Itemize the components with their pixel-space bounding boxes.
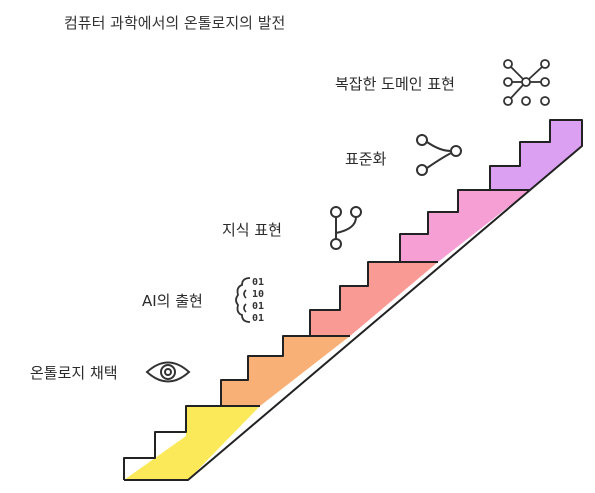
step-label-4: 표준화 bbox=[345, 150, 387, 168]
step-band-1 bbox=[124, 406, 260, 480]
svg-text:10: 10 bbox=[252, 289, 264, 300]
step-label-5: 복잡한 도메인 표현 bbox=[335, 75, 455, 93]
step-label-1: 온톨로지 채택 bbox=[30, 364, 118, 382]
svg-text:01: 01 bbox=[252, 313, 264, 324]
network-grid-icon bbox=[503, 59, 550, 106]
brain-binary-icon: 01 10 01 01 bbox=[235, 277, 264, 324]
step-label-2: AI의 출현 bbox=[142, 292, 203, 310]
branch-icon bbox=[330, 206, 362, 250]
step-label-3: 지식 표현 bbox=[222, 221, 282, 239]
step-band-2 bbox=[221, 336, 350, 406]
step-band-3 bbox=[310, 262, 438, 336]
diagram-title: 컴퓨터 과학에서의 온톨로지의 발전 bbox=[64, 14, 286, 32]
stair-outline bbox=[123, 119, 583, 481]
svg-text:01: 01 bbox=[252, 301, 264, 312]
step-band-5 bbox=[490, 120, 582, 190]
svg-text:01: 01 bbox=[252, 277, 264, 288]
step-band-4 bbox=[400, 190, 530, 262]
share-nodes-icon bbox=[416, 134, 462, 176]
eye-icon bbox=[145, 361, 191, 383]
